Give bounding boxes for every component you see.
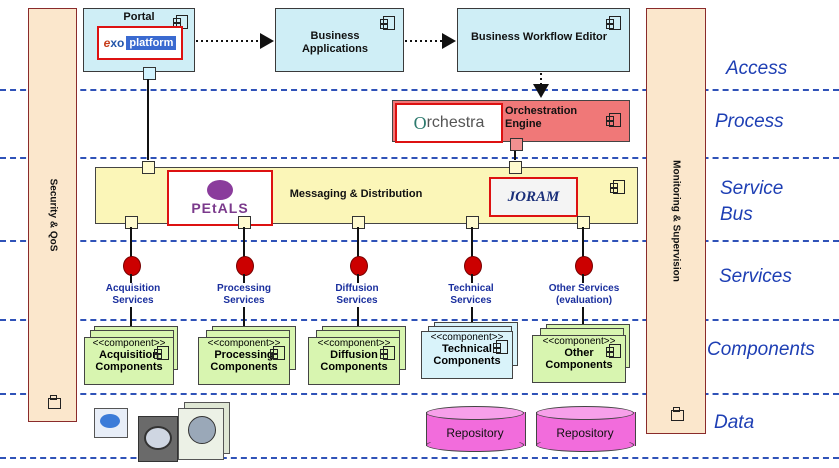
package-icon xyxy=(48,395,61,409)
layer-label-components: Components xyxy=(707,339,815,360)
repository-label: Repository xyxy=(556,426,614,440)
monitoring-supervision-bar[interactable]: Monitoring & Supervision xyxy=(646,8,706,434)
layer-divider xyxy=(0,240,839,242)
component-stereotype: <<component>> xyxy=(317,338,391,349)
data-sources-icon xyxy=(94,398,239,464)
component-icon xyxy=(606,16,621,30)
component-name: Acquisition Components xyxy=(95,349,163,373)
component-icon xyxy=(380,346,395,360)
service-label: Technical Services xyxy=(432,283,510,307)
service-label: Acquisition Services xyxy=(96,283,170,307)
component-name: Diffusion Components xyxy=(320,349,388,373)
component-stereotype: <<component>> xyxy=(430,332,504,343)
component-icon xyxy=(606,113,621,127)
service-label: Diffusion Services xyxy=(322,283,392,307)
service-connector xyxy=(243,227,245,259)
layer-divider xyxy=(0,157,839,159)
business-applications-title: Business Applications xyxy=(301,30,368,55)
service-interface-icon xyxy=(350,256,368,276)
package-icon xyxy=(671,407,684,421)
messaging-bus-box[interactable]: PEtALS Messaging & Distribution JORAM xyxy=(95,167,638,226)
component-icon xyxy=(493,340,508,354)
portal-port xyxy=(143,67,156,80)
bus-port-orchestration xyxy=(509,161,522,174)
component-name: Processing Components xyxy=(210,349,278,373)
component-stereotype: <<component>> xyxy=(92,338,166,349)
business-applications-box[interactable]: Business Applications xyxy=(275,8,404,72)
service-interface-icon xyxy=(464,256,482,276)
service-connector xyxy=(357,227,359,259)
portal-box[interactable]: Portal e xo platform xyxy=(83,8,195,72)
petals-logo-text: PEtALS xyxy=(191,200,249,216)
layer-label-data: Data xyxy=(714,412,755,433)
service-label: Processing Services xyxy=(207,283,281,307)
workflow-editor-box[interactable]: Business Workflow Editor xyxy=(457,8,630,72)
layer-divider xyxy=(0,319,839,321)
messaging-bus-title: Messaging & Distribution xyxy=(289,188,423,200)
portal-title: Portal xyxy=(123,11,155,23)
component-icon xyxy=(380,16,395,30)
orchestration-engine-title: Orchestration Engine xyxy=(505,105,578,130)
layer-label-services: Services xyxy=(719,266,792,287)
service-interface-icon xyxy=(123,256,141,276)
layer-divider xyxy=(0,457,839,459)
service-interface-icon xyxy=(236,256,254,276)
orchestration-port xyxy=(510,138,523,151)
service-label: Other Services (evaluation) xyxy=(545,283,623,307)
service-connector xyxy=(582,227,584,259)
component-name: Technical Components xyxy=(433,343,501,367)
layer-divider xyxy=(0,393,839,395)
component-stereotype: <<component>> xyxy=(542,336,616,347)
security-qos-label: Security & QoS xyxy=(47,178,58,252)
workflow-editor-title: Business Workflow Editor xyxy=(470,31,608,43)
bus-port-portal xyxy=(142,161,155,174)
component-icon xyxy=(606,344,621,358)
joram-logo-text: JORAM xyxy=(507,188,560,205)
exo-platform-logo: e xo platform xyxy=(97,26,183,60)
layer-divider xyxy=(0,89,839,91)
component-icon xyxy=(610,180,625,194)
component-icon xyxy=(270,346,285,360)
repository-label: Repository xyxy=(446,426,504,440)
layer-label-process: Process xyxy=(715,111,784,132)
component-name: Other Components xyxy=(545,347,613,371)
service-interface-icon xyxy=(575,256,593,276)
component-icon xyxy=(154,346,169,360)
component-stereotype: <<component>> xyxy=(207,338,281,349)
joram-logo: JORAM xyxy=(489,177,578,217)
monitoring-supervision-label: Monitoring & Supervision xyxy=(670,160,682,282)
layer-label-access: Access xyxy=(726,58,788,79)
service-connector xyxy=(471,227,473,259)
repository-cylinder[interactable]: Repository xyxy=(536,406,636,452)
petals-logo: PEtALS xyxy=(167,170,273,226)
service-connector xyxy=(130,227,132,259)
security-qos-bar[interactable]: Security & QoS xyxy=(28,8,77,422)
repository-cylinder[interactable]: Repository xyxy=(426,406,526,452)
